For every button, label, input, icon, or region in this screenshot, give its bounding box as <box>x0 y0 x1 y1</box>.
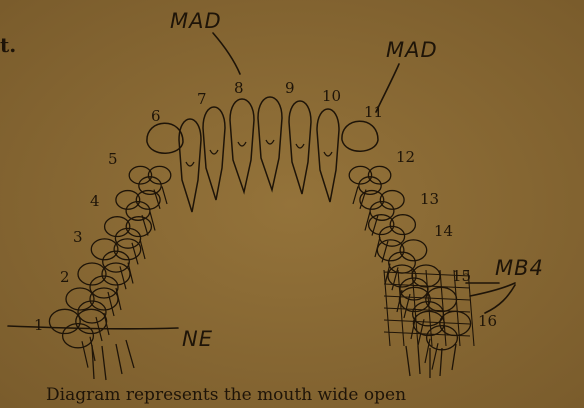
tooth-number-13: 13 <box>420 190 439 208</box>
tooth-number-2: 2 <box>60 268 70 286</box>
tooth-number-14: 14 <box>434 222 453 240</box>
tooth-number-5: 5 <box>108 150 118 168</box>
tooth-number-6: 6 <box>151 107 161 125</box>
tooth-number-11: 11 <box>364 103 383 121</box>
tooth-number-10: 10 <box>322 87 341 105</box>
tooth-number-4: 4 <box>90 192 100 210</box>
diagram-caption: Diagram represents the mouth wide open <box>46 385 406 405</box>
tooth-number-9: 9 <box>285 79 295 97</box>
tooth-number-12: 12 <box>396 148 415 166</box>
annotation-left-top: MAD <box>170 9 222 33</box>
annotation-right-lower: MB4 <box>495 256 544 280</box>
tooth-number-7: 7 <box>197 90 207 108</box>
tooth-number-1: 1 <box>34 316 44 334</box>
annotation-bottom-left: NE <box>182 327 213 351</box>
annotation-right-top: MAD <box>386 38 438 62</box>
tooth-number-3: 3 <box>73 228 83 246</box>
tooth-number-8: 8 <box>234 79 244 97</box>
text-fragment: t. <box>0 33 16 57</box>
tooth-number-16: 16 <box>478 312 497 330</box>
